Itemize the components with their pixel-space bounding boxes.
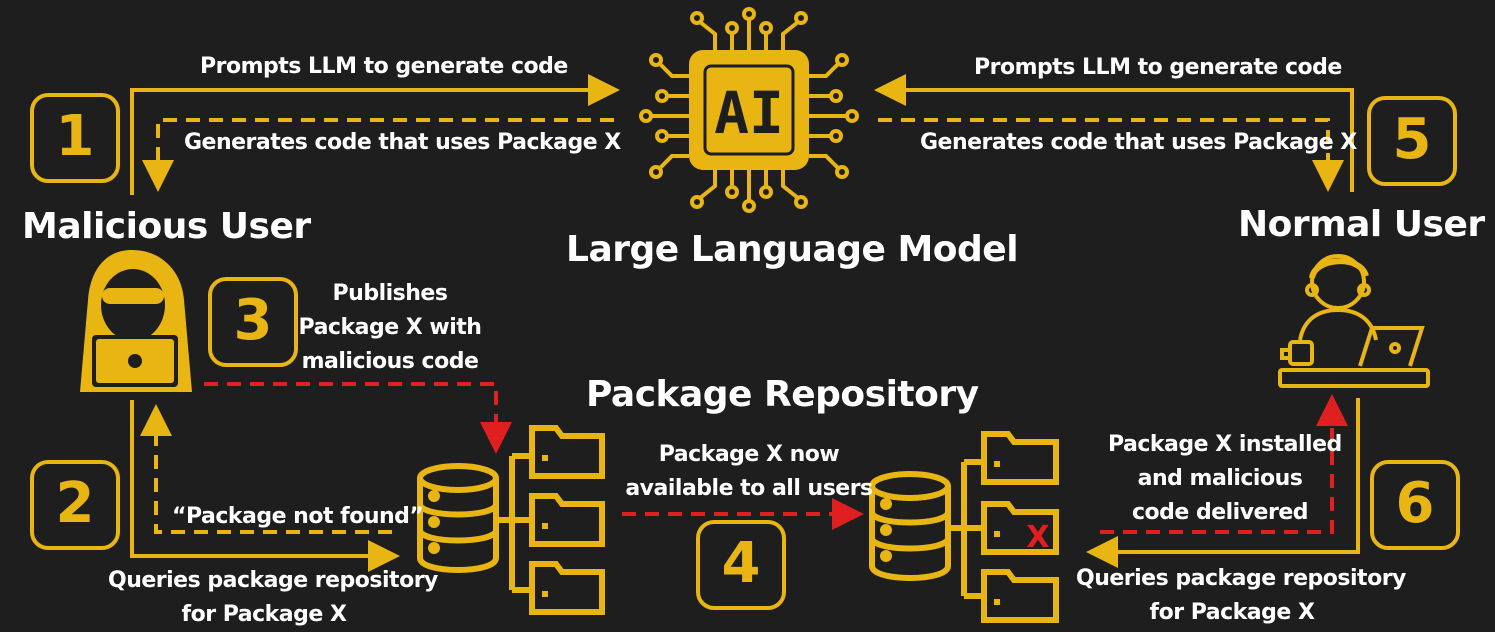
step-4-badge: 4	[696, 520, 786, 610]
arrow-publish	[204, 382, 512, 454]
malicious-user-title: Malicious User	[22, 206, 311, 247]
installed-label: Package X installed and malicious code d…	[1108, 428, 1342, 530]
query-label-right: Queries package repository for Package X	[1076, 562, 1406, 630]
query-label-line: for Package X	[1149, 600, 1315, 625]
arrow-delivered	[1100, 394, 1348, 534]
not-found-label: “Package not found”	[172, 504, 424, 529]
installed-label-line: Package X installed	[1108, 432, 1342, 457]
hacker-laptop-icon	[80, 250, 192, 392]
arrow-not-found	[140, 404, 392, 534]
query-label-line: Queries package repository	[1076, 566, 1406, 591]
database-icon	[417, 463, 499, 573]
ai-chip-label: AI	[714, 79, 784, 147]
query-label-line: Queries package repository	[108, 568, 438, 593]
folder-icon	[529, 561, 605, 615]
user-laptop-icon	[1278, 254, 1430, 388]
publish-label-line: malicious code	[301, 349, 479, 374]
arrow-prompt-left	[130, 74, 620, 195]
publish-label: Publishes Package X with malicious code	[290, 277, 490, 379]
llm-title: Large Language Model	[566, 229, 1019, 270]
prompt-label-left: Prompts LLM to generate code	[200, 54, 568, 79]
available-label-line: available to all users	[625, 476, 873, 501]
installed-label-line: and malicious	[1137, 466, 1303, 491]
infected-package-mark: X	[1026, 520, 1049, 555]
step-5-badge: 5	[1367, 96, 1457, 186]
normal-user-title: Normal User	[1238, 204, 1485, 245]
query-label-line: for Package X	[181, 602, 347, 627]
step-3-badge: 3	[208, 277, 298, 367]
folder-tree-right	[948, 431, 1059, 623]
folder-icon	[981, 431, 1059, 485]
generates-label-right: Generates code that uses Package X	[920, 130, 1357, 155]
step-1-badge: 1	[30, 93, 120, 183]
prompt-label-right: Prompts LLM to generate code	[974, 55, 1342, 80]
ai-chip-icon: AI	[639, 7, 859, 213]
step-6-badge: 6	[1370, 460, 1460, 550]
repository-title: Package Repository	[586, 374, 979, 415]
step-2-badge: 2	[30, 460, 120, 550]
database-icon	[869, 471, 951, 581]
available-label: Package X now available to all users	[624, 438, 874, 506]
publish-label-line: Package X with	[298, 315, 482, 340]
folder-icon	[981, 569, 1059, 623]
generates-label-left: Generates code that uses Package X	[184, 130, 621, 155]
folder-icon	[981, 501, 1059, 555]
folder-icon	[529, 493, 605, 547]
folder-icon	[529, 425, 605, 479]
available-label-line: Package X now	[658, 442, 840, 467]
query-label-left: Queries package repository for Package X	[108, 564, 438, 632]
installed-label-line: code delivered	[1131, 500, 1309, 525]
arrow-generates-right	[878, 118, 1344, 192]
arrow-prompt-right	[874, 74, 1354, 192]
arrow-query-right	[1086, 398, 1360, 568]
arrow-query-left	[130, 400, 400, 572]
publish-label-line: Publishes	[332, 281, 448, 306]
arrow-generates-left	[142, 118, 614, 192]
folder-tree-left	[496, 425, 605, 615]
